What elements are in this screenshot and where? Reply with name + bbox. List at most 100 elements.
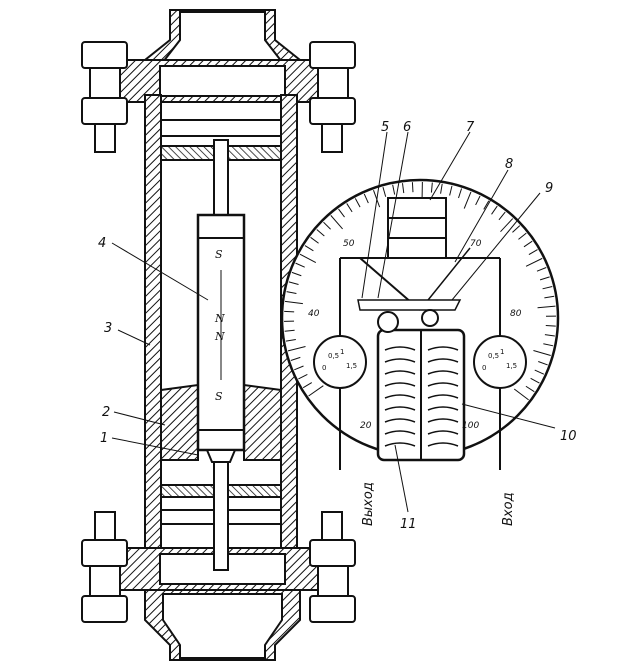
dial-tick — [536, 267, 547, 272]
leader-lines — [111, 131, 556, 513]
dial-tick — [518, 232, 527, 240]
dial-tick — [382, 187, 387, 197]
dial-tick — [401, 183, 405, 194]
dial-tick — [286, 291, 297, 295]
dial-tick — [449, 185, 453, 196]
gauge-right-mark-0: 0 — [482, 364, 486, 372]
indicator-dial — [280, 178, 560, 470]
dial-tick — [291, 271, 302, 277]
dial-tick — [316, 229, 325, 237]
bellows-coil — [384, 418, 416, 423]
dial-tick — [537, 305, 556, 309]
dial-tick — [475, 195, 481, 206]
dial-tick — [463, 191, 472, 209]
dial-tick — [512, 225, 521, 233]
callout-4: 4 — [98, 236, 106, 251]
dial-tick — [483, 200, 490, 210]
callout-10: 10 — [560, 429, 577, 444]
dial-mark-80: 80 — [510, 309, 522, 319]
dial-tick — [330, 215, 343, 230]
flange-bolts — [81, 41, 356, 623]
bellows-coil — [384, 370, 416, 375]
bellows-coil — [427, 394, 459, 399]
bellows-coil — [427, 382, 459, 387]
callout-9: 9 — [545, 181, 553, 196]
rotameter-body — [119, 9, 326, 661]
gauge-left-mark-2: 1 — [340, 348, 344, 356]
dial-tick — [458, 188, 463, 199]
bellows-coil — [427, 370, 459, 375]
dial-tick — [500, 218, 514, 233]
dial-tick — [338, 208, 345, 218]
port-outlet-label: Выход — [361, 482, 376, 526]
dial-tick — [294, 365, 304, 371]
dial-tick — [525, 257, 543, 267]
gauge-right-mark-2: 1 — [500, 348, 504, 356]
dial-tick — [545, 324, 556, 327]
dial-tick — [288, 281, 299, 286]
dial-tick — [304, 245, 314, 252]
dial-tick — [542, 285, 553, 290]
dial-tick — [528, 249, 538, 256]
bellows-coil — [384, 346, 416, 351]
dial-tick — [295, 262, 305, 268]
bellows-coil — [384, 382, 416, 387]
bellows-coil — [427, 358, 459, 363]
magnet-label-n-1: N — [214, 312, 225, 325]
dial-tick — [310, 236, 319, 244]
tube-left-wall — [144, 94, 162, 551]
dial-tick — [534, 369, 545, 375]
dial-tick — [287, 346, 306, 352]
callout-2: 2 — [102, 405, 110, 420]
bellows-coil — [384, 358, 416, 363]
gauge-left-mark-0: 0 — [322, 364, 326, 372]
dial-tick — [544, 295, 555, 299]
dial-tick — [530, 377, 540, 384]
cone — [160, 383, 199, 461]
dial-tick — [298, 373, 308, 380]
bellows-coil — [427, 406, 459, 411]
dial-tick — [498, 211, 506, 221]
dial-tick — [525, 385, 535, 393]
callout-7: 7 — [466, 120, 475, 135]
dial-mark-50: 50 — [343, 239, 355, 249]
dial-tick — [533, 350, 551, 356]
dial-tick — [354, 198, 361, 208]
dial-mark-20: 20 — [360, 421, 372, 431]
bellows-coil — [384, 430, 416, 435]
bellows-coil — [384, 442, 416, 447]
callout-6: 6 — [403, 120, 411, 135]
magnet-label-s-top: S — [215, 248, 223, 261]
dial-tick — [392, 184, 396, 195]
dial-mark-40: 40 — [308, 309, 320, 319]
dial-mark-70: 70 — [470, 239, 482, 249]
bellows-coil — [427, 418, 459, 423]
gauge-left-mark-1: 0,5 — [328, 352, 339, 360]
bellows-coil — [384, 406, 416, 411]
dial-tick — [284, 300, 303, 305]
dial-tick — [538, 361, 548, 366]
callout-3: 3 — [104, 321, 112, 336]
magnet-label-s-bottom: S — [215, 390, 223, 403]
dial-tick — [346, 203, 353, 213]
dial-tick — [430, 182, 433, 193]
callout-5: 5 — [381, 120, 389, 135]
dial-tick — [363, 193, 369, 204]
dial-tick — [513, 388, 529, 401]
dial-tick — [523, 240, 533, 248]
dial-tick — [285, 338, 296, 342]
dial-tick — [302, 382, 313, 389]
dial-tick — [544, 334, 555, 337]
port-inlet-label: Вход — [501, 492, 516, 526]
dial-mark-100: 100 — [462, 421, 479, 431]
callout-11: 11 — [400, 517, 417, 532]
dial-tick — [543, 343, 554, 347]
magnet-label-n-2: N — [214, 330, 225, 343]
dial-tick — [411, 182, 414, 193]
dial-tick — [539, 276, 550, 281]
bellows-coil — [427, 430, 459, 435]
bellows-coil — [427, 442, 459, 447]
gauge-right-mark-3: 1,5 — [506, 362, 517, 370]
callout-1: 1 — [100, 431, 108, 446]
